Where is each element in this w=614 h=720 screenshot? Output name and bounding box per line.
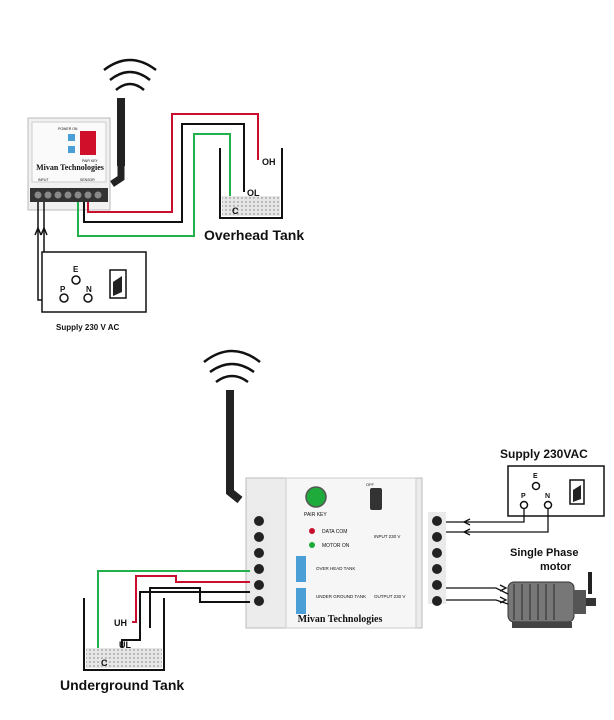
pair-key-label: PAIR KEY — [304, 512, 327, 518]
antenna-icon — [226, 390, 243, 504]
power-indicator — [80, 131, 96, 155]
switch-icon — [109, 269, 127, 299]
antenna-icon — [110, 98, 125, 187]
supply-label-top: Supply 230 V AC — [56, 323, 120, 332]
socket-label-e: E — [73, 265, 79, 274]
data-com-led — [309, 528, 315, 534]
wireless-signal-icon — [103, 58, 157, 91]
underground-tank: UH UL C — [83, 598, 165, 671]
power-socket-bottom: E P N — [507, 465, 605, 517]
device-label-sensor: SENSOR — [80, 178, 95, 182]
receiver-device: PAIR KEY OFF DATA COM MOTOR ON OVER HEAD… — [245, 477, 446, 629]
motor-label-line1: Single Phase — [510, 547, 578, 559]
input-label: INPUT 230 V — [374, 534, 400, 539]
output-wires — [446, 584, 509, 605]
device-label-pair: PAIR KEY — [82, 159, 99, 163]
overhead-tank: OH OL C — [219, 148, 283, 219]
pair-key-button — [305, 486, 327, 508]
motor-on-label: MOTOR ON — [322, 543, 350, 549]
supply-wires-bottom — [446, 509, 549, 536]
socket-label-n2: N — [545, 493, 550, 500]
socket-label-p2: P — [521, 493, 526, 500]
probe-label-c2: C — [101, 658, 108, 668]
top-wires — [77, 113, 259, 237]
device-brand: Mivan Technologies — [36, 163, 104, 172]
switch-icon — [569, 479, 585, 505]
probe-label-c: C — [232, 206, 239, 216]
device-label-input: INPUT — [38, 178, 49, 182]
data-com-label: DATA COM — [322, 529, 347, 535]
switch-off-label: OFF — [366, 482, 375, 487]
motor-on-led — [309, 542, 315, 548]
probe-label-oh: OH — [262, 157, 276, 167]
bottom-receiver-diagram: PAIR KEY OFF DATA COM MOTOR ON OVER HEAD… — [60, 349, 605, 693]
socket-label-e2: E — [533, 473, 538, 480]
wireless-signal-icon — [203, 349, 261, 384]
bottom-tank-wires — [97, 570, 250, 664]
output-label: OUTPUT 230 V — [374, 594, 405, 599]
motor-label-line2: motor — [540, 561, 572, 573]
underground-tank-label: Underground Tank — [60, 677, 184, 693]
overhead-group-label: OVER HEAD TANK — [316, 566, 355, 571]
probe-label-ol: OL — [247, 188, 260, 198]
receiver-brand: Mivan Technologies — [298, 614, 383, 625]
supply-label-bottom: Supply 230VAC — [500, 447, 588, 461]
top-transmitter-diagram: Mivan Technologies POWER ON PAIR KEY INP… — [27, 58, 304, 332]
probe-label-uh: UH — [114, 618, 127, 628]
socket-label-p: P — [60, 285, 66, 294]
underground-group-label: UNDER GROUND TANK — [316, 594, 366, 599]
device-label-power: POWER ON — [58, 127, 78, 131]
probe-label-ul: UL — [119, 640, 131, 650]
socket-label-n: N — [86, 285, 92, 294]
power-socket-top: E P N — [41, 251, 147, 313]
motor-icon — [507, 572, 596, 628]
transmitter-device: Mivan Technologies POWER ON PAIR KEY INP… — [27, 117, 111, 211]
overhead-tank-label: Overhead Tank — [204, 227, 304, 243]
